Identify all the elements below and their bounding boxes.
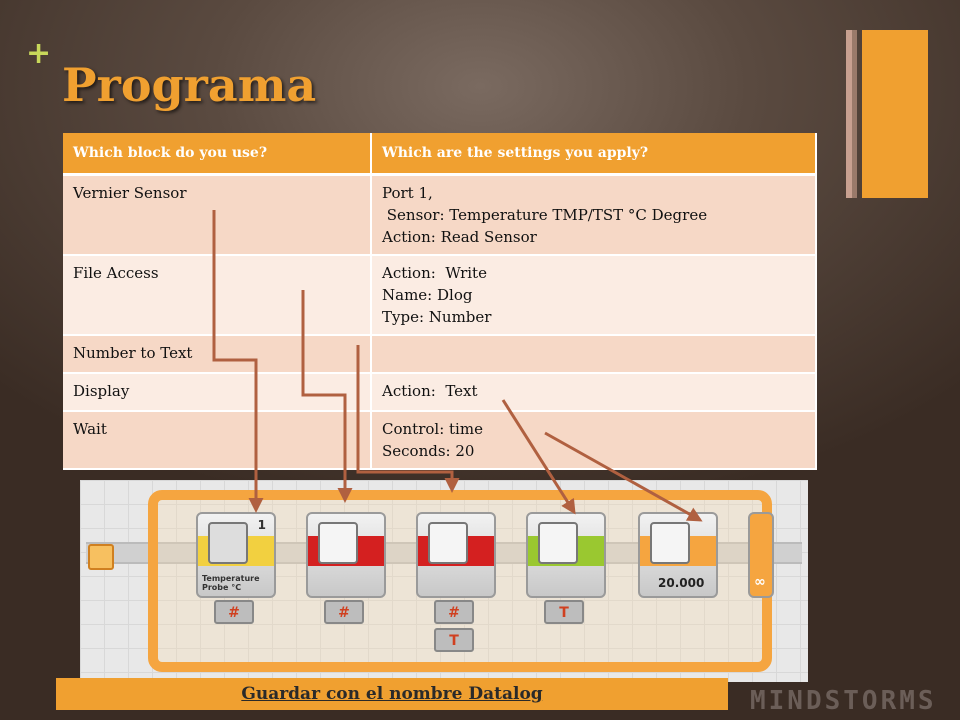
number-input-plug[interactable]: #: [324, 600, 364, 624]
sensor-icon: [208, 522, 248, 564]
number-to-text-block[interactable]: [416, 512, 496, 598]
text-output-plug[interactable]: T: [434, 628, 474, 652]
mindstorms-logo: MINDSTORMS: [750, 686, 937, 716]
number-to-text-icon: [428, 522, 468, 564]
program-canvas[interactable]: 1 Temperature Probe °C # # # T T 20.000 …: [80, 480, 808, 682]
caption-banner: Guardar con el nombre Datalog: [56, 678, 728, 710]
file-access-block[interactable]: [306, 512, 386, 598]
table-header-row: Which block do you use? Which are the se…: [63, 133, 817, 176]
settings-table: Which block do you use? Which are the se…: [63, 133, 817, 470]
table-row: Display Action: Text: [63, 373, 817, 412]
wait-block[interactable]: 20.000: [638, 512, 718, 598]
settings-line: Seconds: 20: [382, 442, 475, 460]
block-cell: File Access: [63, 255, 372, 336]
block-cell: Vernier Sensor: [63, 174, 372, 256]
infinity-icon: ∞: [754, 574, 766, 590]
decorative-bar: [846, 30, 852, 198]
settings-line: Sensor: Temperature TMP/TST °C Degree: [382, 206, 708, 224]
settings-line: Action: Text: [382, 382, 478, 400]
header-settings: Which are the settings you apply?: [371, 133, 817, 176]
settings-line: Action: Read Sensor: [382, 228, 537, 246]
table-row: Wait Control: time Seconds: 20: [63, 411, 817, 470]
settings-line: Control: time: [382, 420, 483, 438]
plus-icon: +: [26, 36, 52, 71]
table-row: File Access Action: Write Name: Dlog Typ…: [63, 255, 817, 336]
settings-cell: Action: Text: [371, 373, 817, 412]
arrow-to-sensor: [212, 210, 264, 513]
port-number: 1: [257, 518, 266, 532]
settings-cell: Action: Write Name: Dlog Type: Number: [371, 255, 817, 336]
text-input-plug[interactable]: T: [544, 600, 584, 624]
settings-cell: [371, 335, 817, 374]
display-icon: [538, 522, 578, 564]
block-cell: Wait: [63, 411, 372, 470]
settings-line: Type: Number: [382, 308, 492, 326]
sensor-label: Temperature Probe °C: [202, 574, 260, 592]
settings-line: Action: Write: [382, 264, 487, 282]
header-block: Which block do you use?: [63, 133, 372, 176]
arrow-to-wait: [544, 431, 703, 522]
start-point-icon[interactable]: [88, 544, 114, 570]
decorative-block: [862, 30, 928, 198]
number-input-plug[interactable]: #: [434, 600, 474, 624]
settings-line: Port 1,: [382, 184, 433, 202]
folder-icon: [318, 522, 358, 564]
wait-seconds-value: 20.000: [658, 576, 705, 590]
display-block[interactable]: [526, 512, 606, 598]
arrow-to-display: [501, 399, 576, 515]
arrow-to-file-access: [301, 290, 353, 503]
arrow-to-number-to-text: [356, 345, 460, 493]
block-cell: Number to Text: [63, 335, 372, 374]
settings-cell: Port 1, Sensor: Temperature TMP/TST °C D…: [371, 174, 817, 256]
settings-line: Name: Dlog: [382, 286, 473, 304]
loop-end-block[interactable]: ∞: [748, 512, 774, 598]
hourglass-icon: [650, 522, 690, 564]
table-row: Vernier Sensor Port 1, Sensor: Temperatu…: [63, 174, 817, 256]
slide-title: Programa: [62, 58, 317, 112]
block-cell: Display: [63, 373, 372, 412]
vernier-sensor-block[interactable]: 1 Temperature Probe °C: [196, 512, 276, 598]
decorative-bar: [852, 30, 857, 198]
number-output-plug[interactable]: #: [214, 600, 254, 624]
table-row: Number to Text: [63, 335, 817, 374]
